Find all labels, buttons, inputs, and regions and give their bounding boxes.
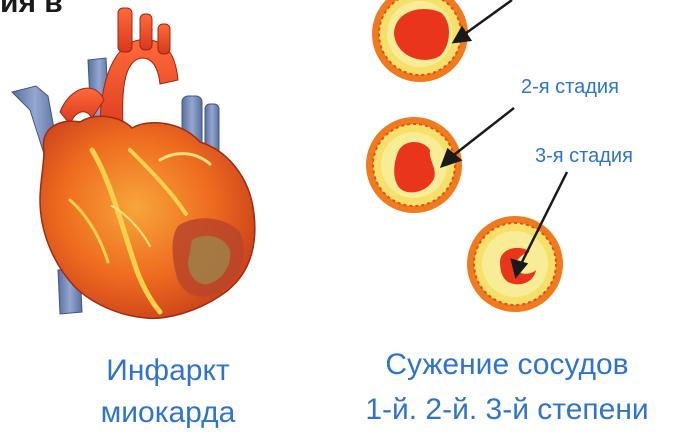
aorta-branch-1: [118, 8, 132, 52]
arrow-stage-2: [450, 108, 514, 158]
caption-left-line1: Инфаркт: [78, 354, 258, 388]
arrow-stage-1: [462, 0, 512, 36]
aorta-branch-3: [158, 24, 170, 54]
heart-illustration: [12, 8, 255, 318]
caption-left-line2: миокарда: [78, 396, 258, 430]
lumen-stage-2: [394, 142, 435, 192]
stage-3-label: 3-я стадия: [535, 145, 633, 168]
stage-2-label: 2-я стадия: [521, 76, 619, 99]
aorta-branch-2: [140, 14, 152, 50]
caption-right-line1: Сужение сосудов: [352, 348, 662, 382]
caption-right-line2: 1-й. 2-й. 3-й степени: [332, 393, 682, 427]
